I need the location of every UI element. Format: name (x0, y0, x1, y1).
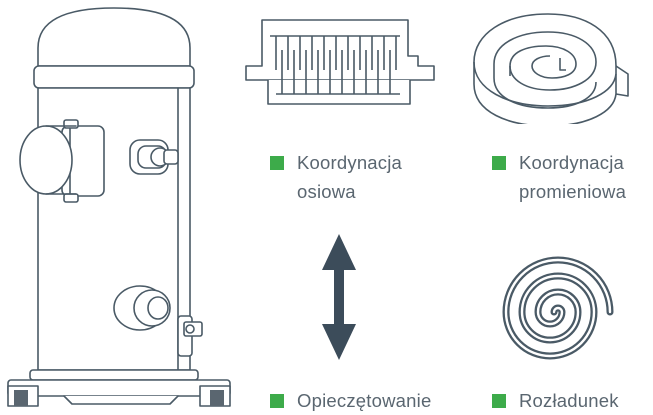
label-seal: Opieczętowanie (297, 390, 432, 411)
label-radial-line-2: promieniowa (519, 181, 627, 202)
label-axial-line-2: osiowa (297, 181, 356, 202)
scroll-compressor-icon (7, 7, 231, 407)
legend-marker-radial (492, 156, 506, 170)
double-arrow-icon (322, 234, 356, 360)
label-radial-coordination: Koordynacja promieniowa (519, 148, 626, 206)
legend-marker-unload (492, 394, 506, 408)
label-unload: Rozładunek (519, 390, 619, 411)
legend-marker-axial (270, 156, 284, 170)
axial-coordination-icon (245, 19, 435, 105)
radial-coordination-icon (473, 13, 629, 124)
label-axial-coordination: Koordynacja osiowa (297, 148, 402, 206)
label-axial-line-1: Koordynacja (297, 152, 403, 173)
legend-marker-seal (270, 394, 284, 408)
label-radial-line-1: Koordynacja (519, 152, 625, 173)
spiral-unloading-icon (502, 256, 614, 360)
